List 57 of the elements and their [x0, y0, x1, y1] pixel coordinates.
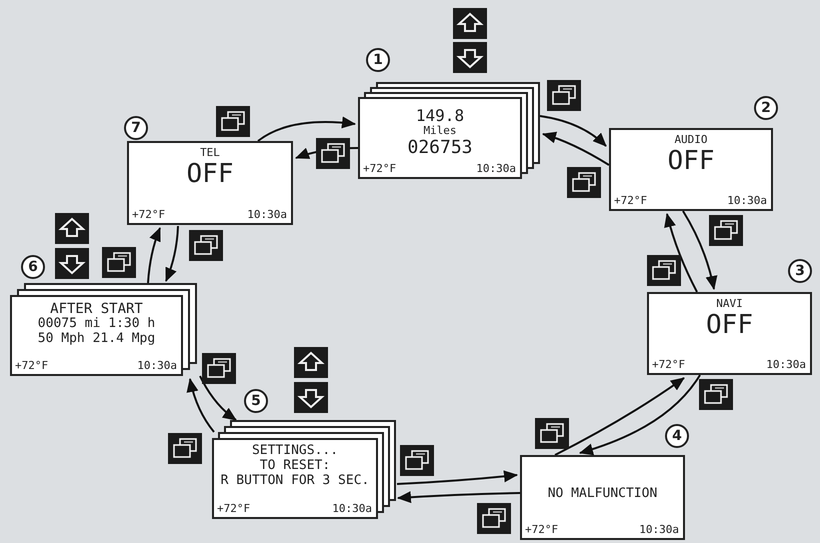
- temperature-text: +72°F: [15, 359, 48, 372]
- screen-text: NAVI: [716, 298, 743, 311]
- callout-number: 5: [244, 389, 268, 413]
- screen-text: OFF: [706, 310, 753, 341]
- screen-text: TO RESET:: [260, 458, 330, 474]
- screen-text: 00075 mi 1:30 h: [38, 317, 156, 332]
- screen-text: R BUTTON FOR 3 SEC.: [220, 474, 370, 489]
- display-screen: [358, 97, 522, 179]
- display-screen: [10, 295, 183, 376]
- temperature-text: +72°F: [217, 502, 250, 515]
- arrow: [682, 210, 718, 290]
- screen-text: AFTER START: [50, 301, 143, 317]
- screen-text: OFF: [186, 160, 234, 190]
- arrow: [397, 491, 520, 504]
- display-screen: [647, 292, 812, 375]
- arrow: [165, 226, 179, 282]
- time-text: 10:30a: [247, 208, 287, 221]
- temperature-text: +72°F: [614, 194, 648, 207]
- arrow: [257, 116, 356, 142]
- arrow: [542, 132, 610, 166]
- temperature-text: +72°F: [652, 358, 686, 371]
- screen-text: AUDIO: [674, 134, 708, 147]
- arrow: [295, 147, 358, 160]
- time-text: 10:30a: [727, 194, 767, 207]
- callout-number: 3: [788, 259, 812, 283]
- arrow: [664, 213, 698, 292]
- temperature-text: +72°F: [132, 208, 166, 221]
- callout-number: 2: [754, 96, 778, 120]
- arrow: [540, 115, 607, 147]
- arrow: [579, 374, 701, 455]
- arrow: [186, 378, 215, 433]
- time-text: 10:30a: [476, 162, 516, 175]
- temperature-text: +72°F: [363, 162, 396, 175]
- display-screen: [212, 438, 378, 519]
- temperature-text: +72°F: [525, 523, 558, 536]
- screen-text: NO MALFUNCTION: [548, 487, 658, 502]
- screen-text: OFF: [668, 146, 714, 177]
- screen-text: 50 Mph 21.4 Mpg: [38, 332, 156, 347]
- arrow: [199, 376, 237, 421]
- callout-number: 7: [124, 116, 148, 140]
- time-text: 10:30a: [639, 523, 679, 536]
- arrow: [396, 470, 518, 485]
- screen-text: TEL: [200, 147, 220, 160]
- screen-text: 026753: [407, 138, 473, 159]
- screen-text: 149.8: [416, 107, 464, 126]
- callout-number: 1: [366, 48, 390, 72]
- screen-text: SETTINGS...: [252, 444, 338, 459]
- time-text: 10:30a: [766, 358, 806, 371]
- callout-number: 6: [21, 255, 45, 279]
- time-text: 10:30a: [137, 359, 177, 372]
- callout-number: 4: [665, 424, 689, 448]
- time-text: 10:30a: [332, 502, 372, 515]
- screen-text: Miles: [423, 125, 457, 138]
- display-screen: [127, 141, 293, 225]
- arrow: [147, 227, 161, 284]
- display-screen: [520, 455, 685, 540]
- display-screen: [609, 128, 773, 211]
